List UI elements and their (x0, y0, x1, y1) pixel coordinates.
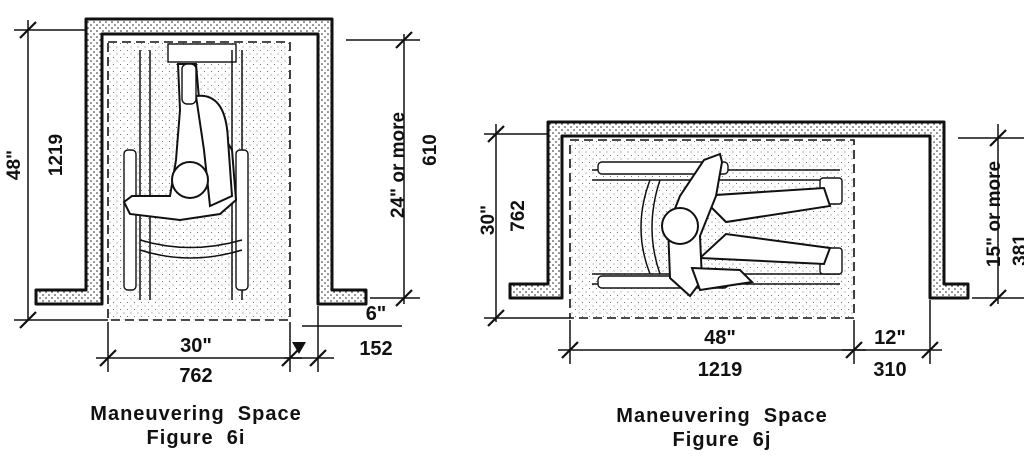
label-width-in-6j: 48" (704, 327, 736, 349)
label-width-mm-6i: 762 (179, 365, 212, 387)
label-width-in-6i: 30" (180, 335, 212, 357)
alcove-wall-6i (34, 17, 368, 306)
label-offset-mm-6i: 152 (359, 338, 392, 360)
wheelchair-occupant-6j (592, 152, 843, 298)
alcove-wall-6j (508, 120, 970, 300)
label-clearance-mm-6i: 610 (420, 134, 441, 166)
figure-6i: 48" 1219 24" or more 610 30" 762 (4, 17, 441, 449)
label-clearance-in-6i: 24" or more (388, 112, 409, 218)
dimension-width-6i: 30" 762 (96, 322, 302, 387)
label-depth-mm-6i: 1219 (46, 134, 67, 176)
dimension-extension-6j: 12" 310 (842, 300, 942, 381)
dimension-clearance-6i: 24" or more 610 (346, 31, 441, 307)
figure-6j: 30" 762 15" or more 381 48" 1219 (478, 120, 1024, 451)
label-depth-mm-6j: 762 (508, 200, 529, 232)
label-depth-in-6j: 30" (478, 205, 499, 235)
caption-title-6j: Maneuvering Space (616, 405, 827, 427)
label-width-mm-6j: 1219 (698, 359, 743, 381)
dimension-clearance-6j: 15" or more 381 (958, 124, 1024, 307)
caption-figure-6j: Figure 6j (673, 429, 772, 451)
wheelchair-occupant-6i (122, 43, 249, 300)
arrow-down-icon (292, 342, 306, 354)
dimension-offset-6i: 6" 152 (284, 303, 402, 372)
label-clearance-in-6j: 15" or more (984, 161, 1005, 267)
label-extension-in-6j: 12" (874, 327, 906, 349)
caption-title-6i: Maneuvering Space (90, 403, 301, 425)
dimension-depth-6j: 30" 762 (478, 124, 570, 327)
dimension-depth-6i: 48" 1219 (4, 20, 108, 329)
label-depth-in-6i: 48" (4, 150, 25, 180)
dimension-width-6j: 48" 1219 (558, 320, 866, 381)
caption-figure-6i: Figure 6i (147, 427, 246, 449)
label-extension-mm-6j: 310 (873, 359, 906, 381)
label-clearance-mm-6j: 381 (1010, 234, 1024, 266)
label-offset-in-6i: 6" (366, 303, 387, 325)
